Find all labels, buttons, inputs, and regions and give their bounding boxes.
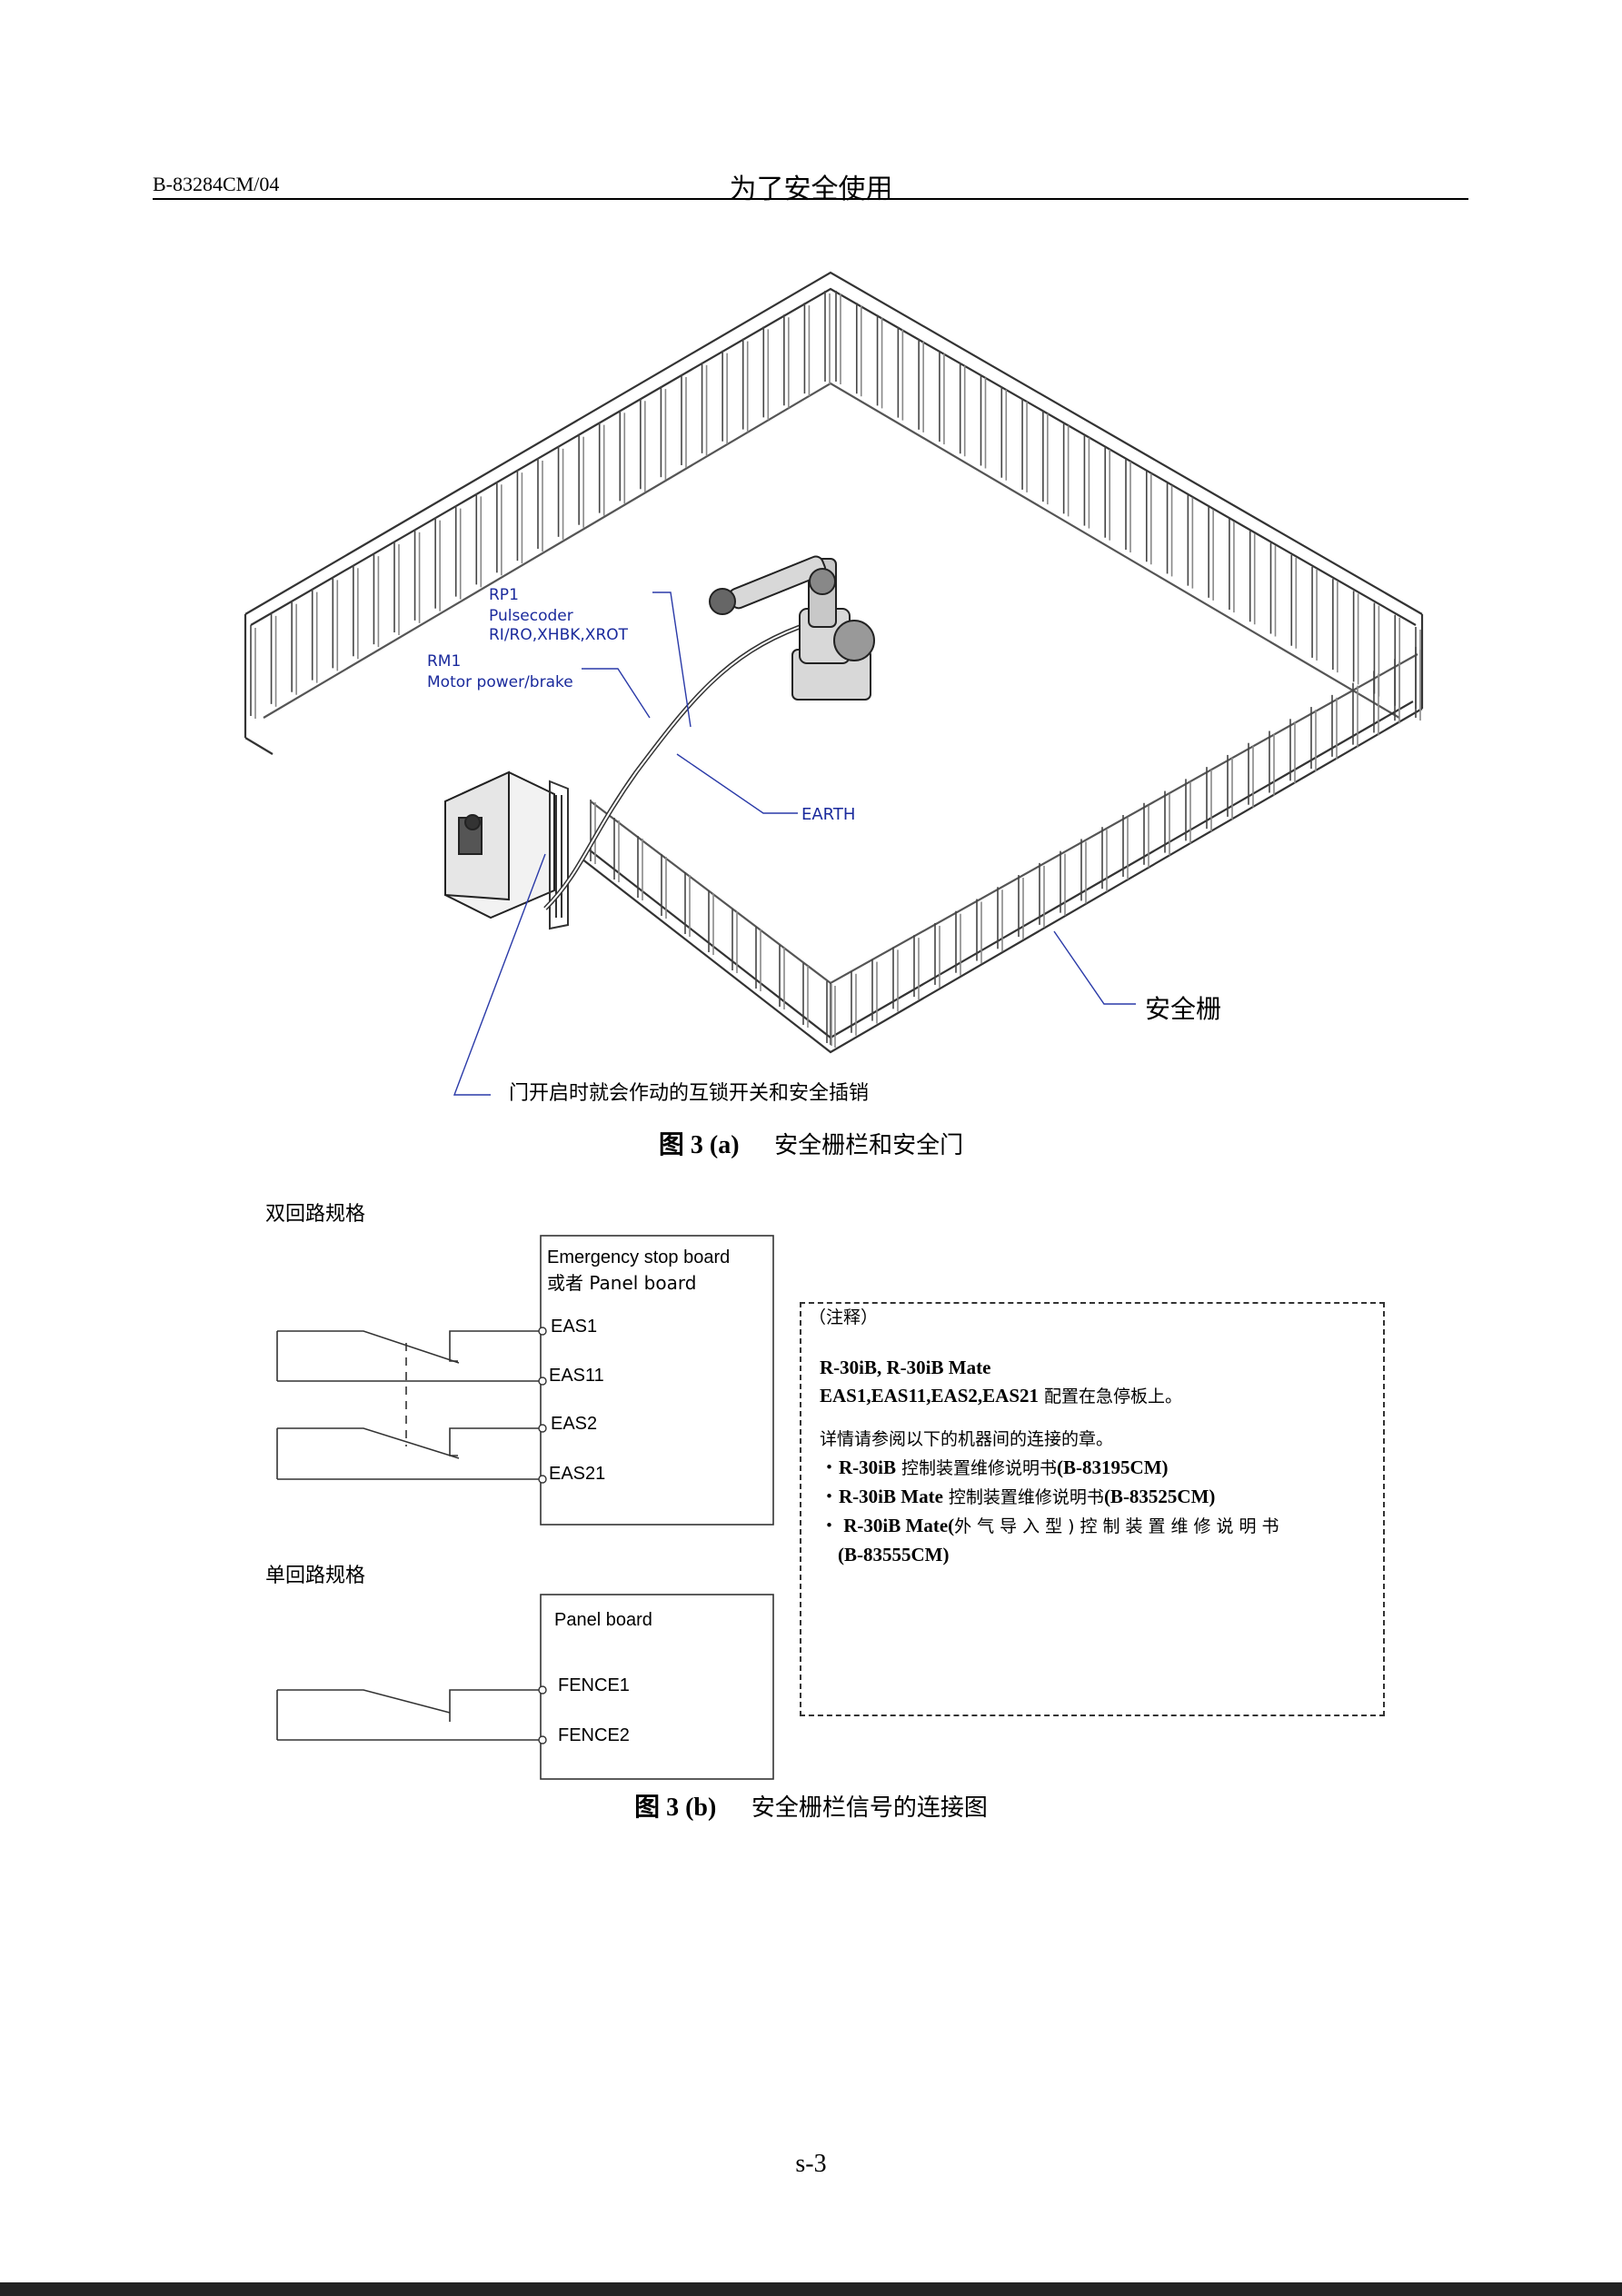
figure-3a-caption: 图 3 (a) 安全栅栏和安全门 [0,1125,1622,1161]
robot-controller [444,770,555,919]
single-circuit-label: 单回路规格 [265,1565,366,1587]
callout-fence: 安全栅 [1145,994,1221,1024]
terminal-eas11: EAS11 [549,1366,604,1386]
fence-posts [250,291,831,719]
note-body: R-30iB, R-30iB Mate EAS1,EAS11,EAS2,EAS2… [820,1354,1374,1569]
callout-interlock: 门开启时就会作动的互锁开关和安全插销 [509,1082,869,1105]
dual-circuit-label: 双回路规格 [265,1203,366,1226]
note-config-terminals: EAS1,EAS11,EAS2,EAS21 [820,1385,1039,1406]
dual-switches [276,1330,542,1480]
wiring-diagram: Emergency stop board 或者 Panel board EAS1… [276,1235,774,1780]
single-switch [276,1689,542,1741]
note-models: R-30iB, R-30iB Mate [820,1357,991,1378]
note-item: ・R-30iB 控制装置维修说明书(B-83195CM) [820,1456,1169,1478]
terminal-fence1: FENCE1 [558,1675,630,1695]
robot-arm [709,555,875,701]
note-item: ・ R-30iB Mate(外气导入型)控制装置维修说明书(B-83555CM) [820,1515,1285,1565]
callout-rp1-pulsecoder: Pulsecoder [489,607,573,625]
figure-3b-caption: 图 3 (b) 安全栅栏信号的连接图 [0,1787,1622,1824]
footer-bar [0,2282,1622,2296]
board2-title: Panel board [554,1610,652,1630]
page-title: 为了安全使用 [729,174,893,205]
callout-rm1: RM1 [427,652,461,671]
note-item: ・R-30iB Mate 控制装置维修说明书(B-83525CM) [820,1486,1216,1507]
page-number: s-3 [795,2150,827,2178]
figure-3a-number: 图 3 (a) [658,1131,740,1159]
note-title: （注释） [809,1307,879,1327]
callout-rm1-motor: Motor power/brake [427,673,573,691]
callout-rp1-signals: RI/RO,XHBK,XROT [489,626,629,644]
safety-fence-illustration: RP1 Pulsecoder RI/RO,XHBK,XROT RM1 Motor… [244,271,1424,1105]
figure-3b-number: 图 3 (b) [634,1794,717,1822]
board1-title-line2: 或者 Panel board [547,1272,696,1294]
note-refer: 详情请参阅以下的机器间的连接的章。 [820,1429,1114,1449]
header-rule [153,198,1468,200]
terminal-eas1: EAS1 [551,1317,597,1337]
terminal-eas21: EAS21 [549,1464,605,1484]
figure-3a-title: 安全栅栏和安全门 [774,1132,964,1159]
note-box [800,1302,1385,1716]
callout-rp1: RP1 [489,586,519,604]
document-code: B-83284CM/04 [153,173,280,195]
figure-3b-title: 安全栅栏信号的连接图 [751,1794,988,1822]
terminal-fence2: FENCE2 [558,1725,630,1745]
callout-lines [453,591,1136,1096]
callout-earth: EARTH [801,805,855,824]
terminal-eas2: EAS2 [551,1414,597,1434]
note-config-text: 配置在急停板上。 [1039,1387,1183,1406]
board1-title-line1: Emergency stop board [547,1247,730,1267]
